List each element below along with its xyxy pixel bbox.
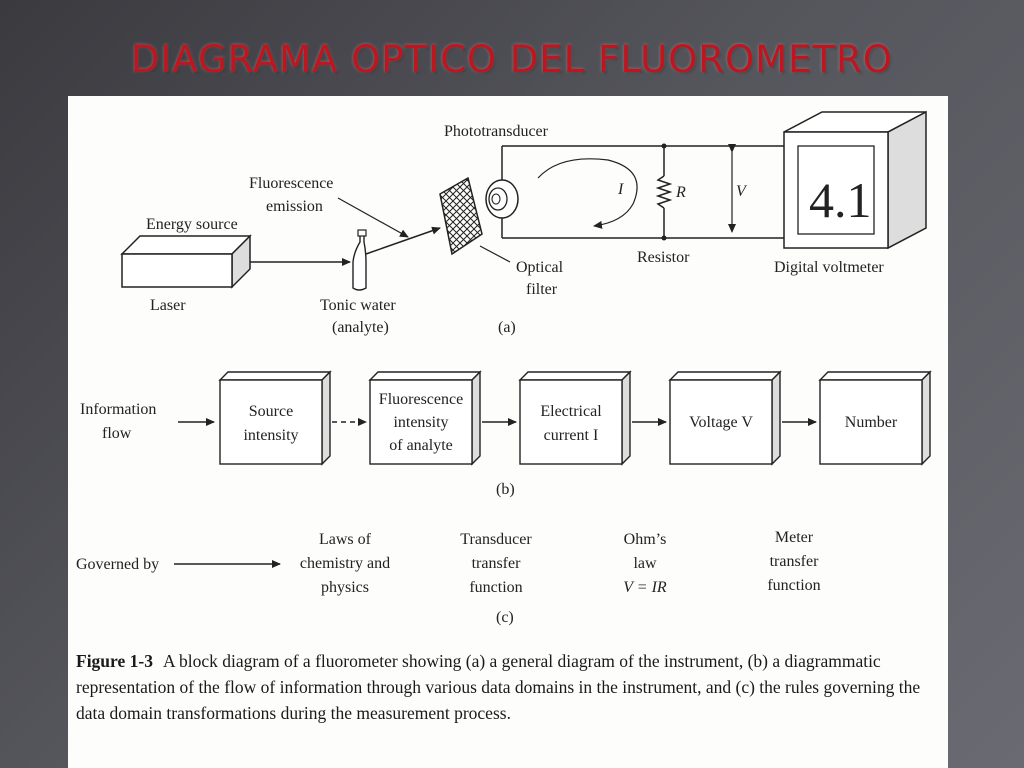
resistor-label: Resistor <box>637 249 690 266</box>
rule-3-line-3: V = IR <box>623 579 667 596</box>
rule-3-line-1: Ohm’s <box>624 531 667 548</box>
tonic-water-bottle <box>352 229 367 291</box>
optical-filter-label: Optical <box>516 259 564 276</box>
emission-label: emission <box>266 198 323 215</box>
digital-voltmeter <box>783 110 927 250</box>
circuit-wires <box>501 145 788 239</box>
fluorometer-diagram: Energy source Laser Tonic water (analyte… <box>76 110 932 626</box>
rule-2-line-3: function <box>469 579 522 596</box>
junction-dot-top <box>661 143 667 149</box>
flow-box-1-line-1: Source <box>249 403 293 420</box>
flow-box-fluorescence-intensity <box>368 370 482 466</box>
phototransducer <box>485 179 519 219</box>
panel-b-label: (b) <box>496 481 515 498</box>
slide-title: DIAGRAMA OPTICO DEL FLUOROMETRO <box>131 38 893 81</box>
flow-box-electrical-current <box>518 370 632 466</box>
figure-panel: Energy source Laser Tonic water (analyte… <box>68 96 948 768</box>
flow-box-2-line-1: Fluorescence <box>379 391 463 408</box>
optical-filter-pointer <box>479 245 511 263</box>
flow-box-1-line-2: intensity <box>243 427 298 444</box>
rule-1-line-2: chemistry and <box>300 555 390 572</box>
flow-box-2-line-3: of analyte <box>389 437 453 454</box>
fluorescence-pointer-arrow <box>337 197 409 238</box>
rule-1-line-3: physics <box>321 579 369 596</box>
flow-box-3-line-1: Electrical <box>540 403 602 420</box>
tonic-water-analyte-label: (analyte) <box>332 319 389 336</box>
figure-number: Figure 1-3 <box>76 651 153 671</box>
flow-box-2-line-2: intensity <box>393 414 448 431</box>
flow-box-4-line-1: Voltage V <box>689 414 753 431</box>
optical-filter <box>439 176 483 256</box>
information-flow-label: Information <box>80 401 156 418</box>
rule-4-line-3: function <box>767 577 820 594</box>
flow-box-5-line-1: Number <box>845 414 898 431</box>
governed-by-label: Governed by <box>76 556 159 573</box>
rule-3-line-2: law <box>633 555 657 572</box>
emission-arrow <box>365 226 441 255</box>
voltage-symbol-label: V <box>736 183 748 200</box>
rule-2-line-2: transfer <box>472 555 522 572</box>
resistor-symbol-label: R <box>675 184 686 201</box>
resistor-symbol <box>655 175 673 209</box>
laser-label: Laser <box>150 297 186 314</box>
flow-box-voltage <box>668 370 782 466</box>
junction-dot-bottom <box>661 235 667 241</box>
laser-box <box>120 234 252 289</box>
rule-4-line-1: Meter <box>775 529 814 546</box>
voltmeter-display-value: 4.1 <box>809 172 872 228</box>
current-symbol-label: I <box>617 181 624 198</box>
energy-source-label: Energy source <box>146 216 238 233</box>
panel-a-label: (a) <box>498 319 516 336</box>
flow-box-source-intensity <box>218 370 332 466</box>
rule-4-line-2: transfer <box>770 553 820 570</box>
fluorescence-label: Fluorescence <box>249 175 333 192</box>
tonic-water-label: Tonic water <box>320 297 396 314</box>
flow-box-number <box>818 370 932 466</box>
digital-voltmeter-label: Digital voltmeter <box>774 259 884 276</box>
optical-filter-label-2: filter <box>526 281 558 298</box>
flow-box-3-line-2: current I <box>544 427 599 444</box>
caption-text: A block diagram of a fluorometer showing… <box>76 651 921 723</box>
panel-c-label: (c) <box>496 609 514 626</box>
information-flow-label-2: flow <box>102 425 132 442</box>
rule-1-line-1: Laws of <box>319 531 372 548</box>
rule-2-line-1: Transducer <box>460 531 532 548</box>
phototransducer-label: Phototransducer <box>444 123 549 140</box>
current-flow-arrow <box>537 158 638 229</box>
